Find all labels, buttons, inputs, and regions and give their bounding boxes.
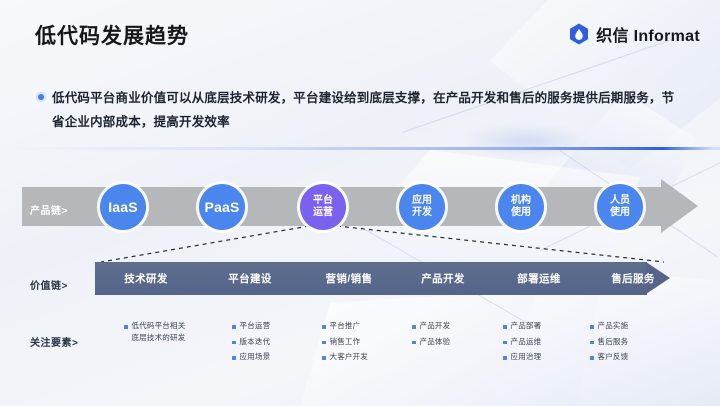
- factor-item-label: 平台推广: [329, 321, 361, 330]
- factor-column: 产品部署产品运维应用治理: [503, 320, 581, 367]
- factor-item: 版本迭代: [232, 336, 310, 348]
- bullet-dot-icon: [38, 94, 44, 100]
- factor-item-label: 售后服务: [597, 336, 629, 346]
- value-chain-stage[interactable]: 平台建设: [228, 273, 272, 285]
- factor-item: 产品开发: [412, 320, 490, 332]
- product-chain-arrow-head-icon: [661, 179, 698, 233]
- factor-bullet-icon: [232, 356, 236, 360]
- factor-bullet-icon: [232, 340, 236, 345]
- factor-column: 产品开发产品体验: [412, 320, 490, 351]
- factor-bullet-icon: [232, 325, 236, 329]
- factor-item: 应用治理: [503, 351, 581, 363]
- factor-item: 客户反馈: [590, 351, 668, 363]
- factor-item-label: 低代码平台相关底层技术的研发: [131, 321, 186, 343]
- factor-column: 平台运营版本迭代应用场景: [232, 320, 310, 367]
- factor-bullet-icon: [412, 340, 416, 345]
- factor-bullet-icon: [503, 356, 507, 360]
- factor-item-label: 应用场景: [239, 352, 271, 362]
- product-chain-node[interactable]: PaaS: [199, 184, 245, 230]
- factor-bullet-icon: [322, 340, 326, 345]
- product-chain-label: 产品链>: [30, 206, 68, 217]
- product-chain-node[interactable]: 应用开发: [399, 184, 445, 230]
- product-chain-node-label: 平台运营: [313, 194, 333, 219]
- factors-label: 关注要素>: [30, 338, 79, 349]
- factor-item-label: 大客户开发: [329, 352, 368, 362]
- value-chain-stage[interactable]: 售后服务: [611, 273, 655, 285]
- product-chain-node[interactable]: IaaS: [100, 184, 146, 230]
- factor-bullet-icon: [503, 325, 507, 329]
- factor-item-label: 产品实施: [597, 321, 629, 330]
- factor-item: 产品体验: [412, 336, 490, 348]
- hexagon-droplet-logo-icon: [570, 23, 589, 45]
- factor-bullet-icon: [590, 356, 594, 360]
- factor-item: 平台运营: [232, 320, 310, 332]
- factor-item-label: 产品体验: [419, 336, 451, 346]
- value-chain-arrow: [95, 262, 670, 295]
- value-chain-arrow-head-icon: [646, 262, 670, 294]
- connector-line-right: [336, 225, 665, 263]
- factor-bullet-icon: [124, 325, 128, 329]
- factor-item: 销售工作: [322, 336, 400, 348]
- value-chain-stage[interactable]: 技术研发: [124, 273, 168, 285]
- factor-item-label: 版本迭代: [239, 336, 271, 346]
- brand-name: 织信 Informat: [596, 28, 700, 45]
- factor-item: 产品运维: [503, 336, 581, 348]
- value-chain-stage[interactable]: 产品开发: [421, 273, 465, 285]
- factor-column: 产品实施售后服务客户反馈: [590, 320, 668, 367]
- factor-item: 应用场景: [232, 351, 310, 363]
- product-chain-node-label: 机构使用: [511, 194, 531, 219]
- value-chain-arrow-body: [95, 262, 647, 295]
- factor-bullet-icon: [503, 340, 507, 345]
- factor-item: 产品部署: [503, 320, 581, 332]
- product-chain-node-label: 应用开发: [412, 194, 432, 219]
- factor-column: 低代码平台相关底层技术的研发: [124, 320, 190, 348]
- factor-item-label: 销售工作: [329, 336, 361, 346]
- product-chain-node-label: 人员使用: [610, 194, 630, 219]
- factor-item-label: 应用治理: [510, 352, 542, 362]
- factor-item: 大客户开发: [322, 351, 400, 363]
- value-chain-stage[interactable]: 部署运维: [517, 273, 561, 285]
- factor-item-label: 平台运营: [239, 321, 271, 330]
- lead-paragraph: 低代码平台商业价值可以从底层技术研发，平台建设给到底层支撑，在产品开发和售后的服…: [38, 86, 678, 135]
- factor-item-label: 客户反馈: [597, 352, 629, 362]
- lead-paragraph-text: 低代码平台商业价值可以从底层技术研发，平台建设给到底层支撑，在产品开发和售后的服…: [52, 91, 675, 130]
- value-chain-label: 价值链>: [30, 281, 68, 292]
- factor-bullet-icon: [322, 325, 326, 329]
- factor-item: 平台推广: [322, 320, 400, 332]
- product-chain-node-label: PaaS: [204, 199, 240, 215]
- factor-item: 低代码平台相关底层技术的研发: [124, 320, 190, 344]
- factor-item-label: 产品开发: [419, 321, 451, 330]
- factor-bullet-icon: [590, 325, 594, 329]
- factor-bullet-icon: [322, 356, 326, 360]
- factor-bullet-icon: [412, 325, 416, 329]
- value-chain-stage[interactable]: 营销/销售: [325, 273, 373, 285]
- product-chain-node[interactable]: 人员使用: [597, 184, 643, 230]
- factor-item-label: 产品部署: [510, 321, 542, 330]
- brand-logo: 织信 Informat: [569, 22, 700, 46]
- factor-item-label: 产品运维: [510, 336, 542, 346]
- factor-item: 产品实施: [590, 320, 668, 332]
- factor-bullet-icon: [590, 340, 594, 345]
- product-chain-node-label: IaaS: [108, 199, 138, 215]
- connector-line-left: [100, 225, 310, 263]
- product-chain-node[interactable]: 机构使用: [498, 184, 544, 230]
- product-chain-node[interactable]: 平台运营: [300, 184, 346, 230]
- factor-item: 售后服务: [590, 336, 668, 348]
- page-title: 低代码发展趋势: [35, 25, 189, 48]
- factor-column: 平台推广销售工作大客户开发: [322, 320, 400, 367]
